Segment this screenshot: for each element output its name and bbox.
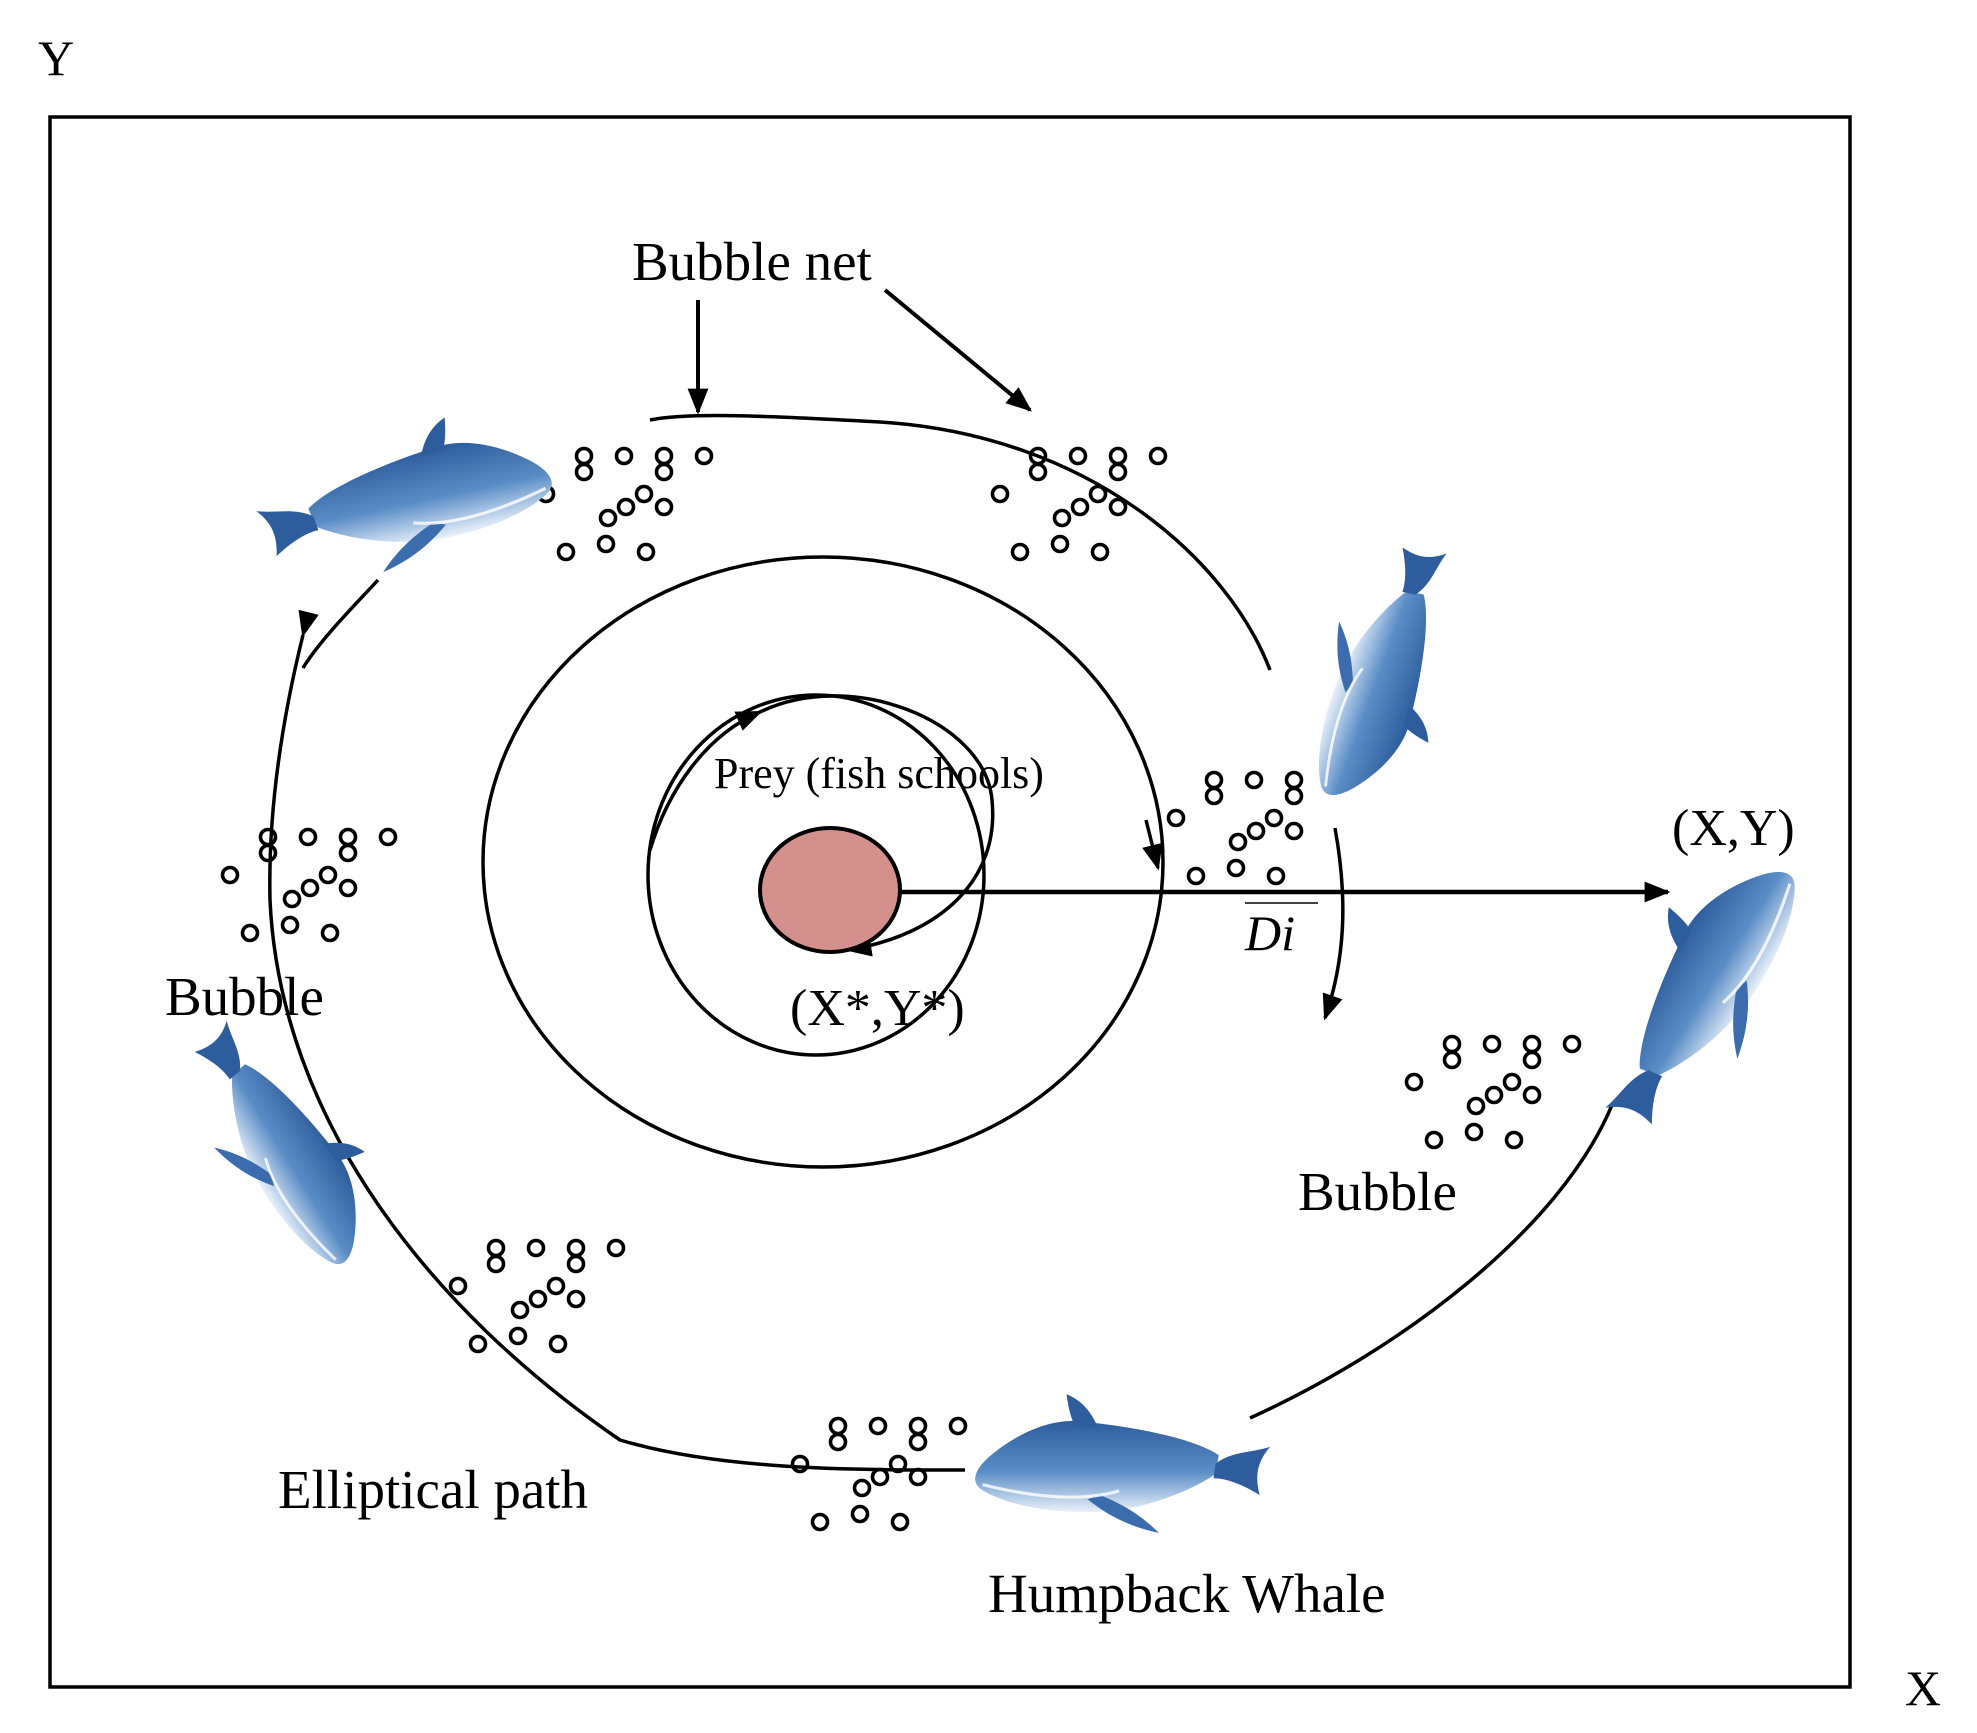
whale-point-label: (X,Y) xyxy=(1672,800,1795,857)
y-axis-label: Y xyxy=(38,30,74,86)
distance-label: Di xyxy=(1244,905,1295,961)
bubble-cluster-icon xyxy=(990,446,1168,562)
x-axis-label: X xyxy=(1905,1660,1941,1716)
humpback-whale-icon xyxy=(1559,828,1837,1155)
outer-path-left-lower xyxy=(268,899,966,1472)
elliptical-path-label: Elliptical path xyxy=(278,1459,588,1520)
bubble-net-arrow-diagonal xyxy=(883,288,1033,412)
humpback-whale-icon xyxy=(1280,525,1493,822)
bubble-label-left: Bubble xyxy=(165,966,324,1027)
middle-down-arrow xyxy=(1142,819,1163,871)
bubble-label-right: Bubble xyxy=(1298,1161,1457,1222)
target-point-label: (X*,Y*) xyxy=(790,980,965,1037)
bubble-cluster-icon xyxy=(1166,770,1344,886)
inner-spiral-return-arrow xyxy=(759,694,995,957)
humpback-whale-icon xyxy=(159,994,410,1290)
middle-circle xyxy=(481,555,1165,1169)
bubble-cluster-icon xyxy=(448,1238,626,1354)
humpback-whale-icon xyxy=(243,396,565,597)
outer-path-left-up xyxy=(268,609,319,901)
outer-path-top xyxy=(649,413,1272,671)
prey-label: Prey (fish schools) xyxy=(714,749,1044,798)
outer-path-bottom-right xyxy=(1249,1104,1614,1420)
outer-path-top-right xyxy=(1322,827,1345,1021)
bubble-cluster-icon xyxy=(790,1416,968,1532)
humpback-whale-label: Humpback Whale xyxy=(988,1563,1386,1624)
prey-circle xyxy=(758,826,902,954)
plot-frame xyxy=(48,115,1852,1689)
bubble-cluster-icon xyxy=(1404,1034,1582,1150)
bubble-cluster-icon xyxy=(536,446,714,562)
humpback-whale-icon xyxy=(973,1392,1272,1535)
inner-spiral-arrow xyxy=(648,710,763,851)
bubble-cluster-icon xyxy=(220,827,398,943)
outer-path-left-lead xyxy=(301,578,380,669)
bubble-net-label: Bubble net xyxy=(632,231,872,292)
